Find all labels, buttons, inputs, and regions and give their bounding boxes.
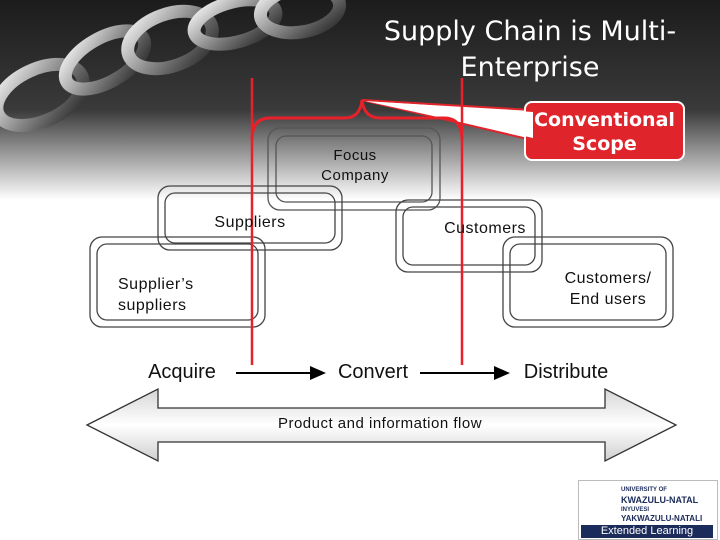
- customers-end-users-box: [502, 236, 674, 328]
- suppliers-suppliers-line2: suppliers: [118, 297, 187, 314]
- stage-distribute: Distribute: [523, 361, 609, 383]
- focus-company-box: [267, 127, 441, 211]
- focus-company-label: Focus Company: [300, 146, 410, 186]
- slide-title-line2: Enterprise: [460, 52, 600, 83]
- focus-company-line1: Focus: [333, 147, 377, 164]
- logo-line3: INYUVESI: [621, 507, 650, 513]
- logo-line1: UNIVERSITY OF: [621, 487, 667, 493]
- scope-brace: [250, 99, 464, 141]
- arrow-acquire-to-convert: [236, 366, 326, 380]
- arrow-convert-to-distribute: [420, 366, 510, 380]
- callout-line1: Conventional: [534, 109, 675, 131]
- customers-end-users-line1: Customers/: [564, 270, 652, 287]
- logo-line5: Extended Learning: [581, 525, 713, 538]
- focus-company-line2: Company: [321, 167, 389, 184]
- logo-line2: KWAZULU-NATAL: [621, 495, 699, 505]
- header-background: [0, 0, 720, 200]
- suppliers-suppliers-box: [89, 236, 266, 328]
- suppliers-suppliers-line1: Supplier’s: [118, 276, 194, 293]
- chain-icon: [0, 0, 347, 133]
- ukzn-logo: UNIVERSITY OF KWAZULU-NATAL INYUVESI YAK…: [578, 480, 718, 540]
- customers-box: [395, 199, 543, 273]
- customers-label: Customers: [444, 220, 526, 237]
- customers-end-users-label: Customers/ End users: [556, 268, 660, 310]
- suppliers-label: Suppliers: [214, 214, 286, 231]
- slide-title: Supply Chain is Multi- Enterprise: [360, 14, 700, 86]
- product-flow-label: Product and information flow: [277, 415, 483, 432]
- slide-title-line1: Supply Chain is Multi-: [383, 16, 677, 47]
- suppliers-suppliers-label: Supplier’s suppliers: [118, 274, 228, 316]
- callout-line2: Scope: [572, 133, 637, 155]
- customers-end-users-line2: End users: [569, 291, 647, 308]
- product-flow-arrow: [85, 387, 678, 463]
- suppliers-box: [157, 185, 343, 251]
- stage-convert: Convert: [337, 361, 409, 383]
- conventional-scope-callout: Conventional Scope: [525, 108, 684, 156]
- logo-line4: YAKWAZULU-NATALI: [621, 514, 703, 523]
- stage-acquire: Acquire: [148, 361, 216, 383]
